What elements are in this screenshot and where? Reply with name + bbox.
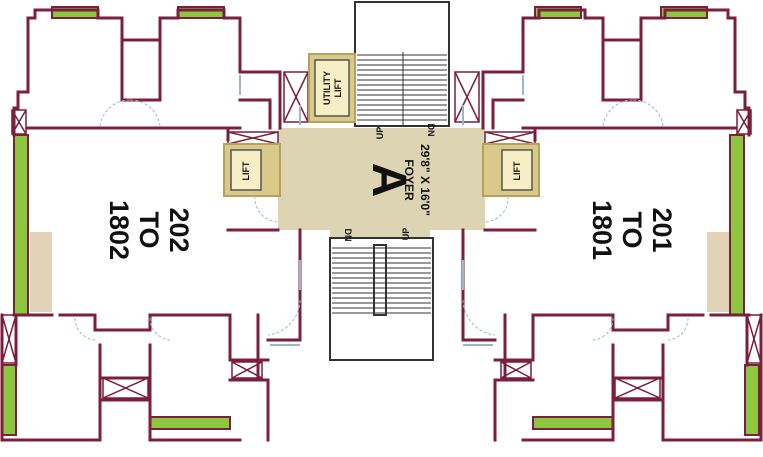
flat-left-line3: 1802	[104, 200, 134, 260]
balcony	[729, 134, 745, 316]
windows	[239, 75, 524, 346]
balcony	[534, 6, 582, 19]
balcony	[532, 416, 614, 430]
duct	[707, 232, 729, 312]
flat-left-line1: 202	[164, 207, 194, 252]
foyer-label: A FOYER 29'8" X 16'0"	[362, 144, 432, 216]
foyer-letter: A	[362, 163, 415, 198]
balcony	[744, 364, 760, 436]
foyer-floor	[278, 128, 485, 238]
foyer-size: 29'8" X 16'0"	[418, 144, 432, 216]
flat-left-line2: TO	[134, 211, 164, 248]
utility-lift-label: UTILITY	[322, 71, 332, 105]
left-lift-label: LIFT	[241, 161, 251, 180]
right-lift-label: LIFT	[512, 161, 522, 180]
foyer-name: FOYER	[402, 159, 416, 201]
flat-label-right: 201 TO 1801	[587, 200, 677, 260]
flat-right-line3: 1801	[587, 200, 617, 260]
left-lift: LIFT	[223, 143, 281, 197]
balcony	[13, 134, 29, 316]
stair-dn-top: DN	[426, 124, 436, 137]
right-lift: LIFT	[482, 143, 540, 197]
stair-up-bottom: UP	[401, 228, 411, 241]
stair-up-top: UP	[375, 127, 385, 140]
utility-lift-label-2: LIFT	[333, 78, 343, 97]
utility-lift: UTILITY LIFT	[308, 53, 356, 123]
flat-label-left: 202 TO 1802	[104, 200, 194, 260]
lower-staircase	[329, 237, 434, 361]
upper-staircase	[354, 1, 450, 127]
flat-right-line1: 201	[647, 207, 677, 252]
balcony	[660, 6, 708, 19]
flat-right-line2: TO	[617, 211, 647, 248]
duct	[30, 232, 52, 312]
balcony	[1, 364, 17, 436]
stair-dn-bottom: DN	[343, 229, 353, 242]
doors	[74, 99, 689, 341]
balcony	[149, 416, 231, 430]
stair-markers: UP DN DN UP	[343, 124, 436, 242]
